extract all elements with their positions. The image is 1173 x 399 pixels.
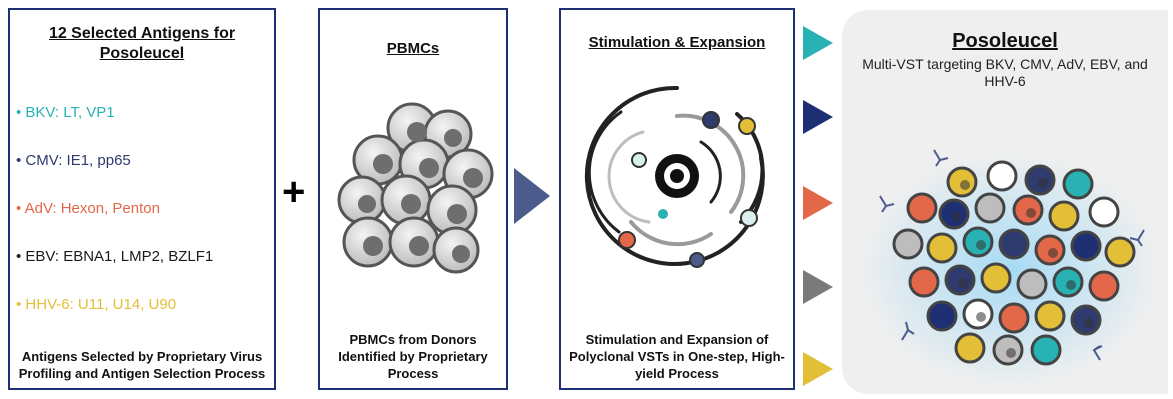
antigen-list: • BKV: LT, VP1 • CMV: IE1, pp65 • AdV: H… — [16, 104, 213, 344]
hhv6-node-icon — [738, 117, 756, 135]
antigen-item-bkv: • BKV: LT, VP1 — [16, 104, 115, 121]
posoleucel-title: Posoleucel — [952, 30, 1058, 52]
adv-node-icon — [618, 231, 636, 249]
chevron-gold-icon — [803, 352, 833, 386]
pbmc-panel-caption: PBMCs from Donors Identified by Propriet… — [338, 332, 488, 381]
antigen-item-adv: • AdV: Hexon, Penton — [16, 200, 160, 217]
process-arrow-icon — [514, 168, 550, 224]
stimulation-panel-caption: Stimulation and Expansion of Polyclonal … — [569, 332, 785, 381]
t-cell-node-icon — [689, 252, 705, 268]
pbmc-panel-title: PBMCs — [386, 40, 440, 57]
vst-cell-cluster-illustration — [860, 149, 1160, 388]
chevron-teal-icon — [803, 26, 833, 60]
ebv-node-icon — [740, 209, 758, 227]
antigen-item-hhv6: • HHV-6: U11, U14, U90 — [16, 296, 177, 313]
chevron-coral-icon — [803, 186, 833, 220]
pbmc-cluster-illustration — [337, 102, 494, 274]
antigens-panel-title: 12 Selected Antigens for Posoleucel — [48, 25, 236, 62]
stimulation-panel-title: Stimulation & Expansion — [588, 34, 766, 51]
posoleucel-subtitle: Multi-VST targeting BKV, CMV, AdV, EBV, … — [862, 56, 1148, 89]
stimulation-panel: Stimulation & Expansion Stimulation and … — [559, 8, 795, 390]
teal-dot-icon — [658, 209, 668, 219]
stimulation-rings-icon — [584, 85, 765, 268]
chevron-gray-icon — [803, 270, 833, 304]
posoleucel-panel: Posoleucel Multi-VST targeting BKV, CMV,… — [842, 10, 1168, 394]
cmv-node-icon — [702, 111, 720, 129]
bkv-node-icon — [631, 152, 647, 168]
chevron-navy-icon — [803, 100, 833, 134]
antigen-item-cmv: • CMV: IE1, pp65 — [16, 152, 131, 169]
pbmc-panel: PBMCs PBMCs — [318, 8, 508, 390]
antigens-panel-caption: Antigens Selected by Proprietary Virus P… — [18, 349, 266, 381]
antigen-item-ebv: • EBV: EBNA1, LMP2, BZLF1 — [16, 248, 214, 265]
plus-sign: + — [282, 170, 306, 214]
antigens-panel: 12 Selected Antigens for Posoleucel • BK… — [8, 8, 276, 390]
